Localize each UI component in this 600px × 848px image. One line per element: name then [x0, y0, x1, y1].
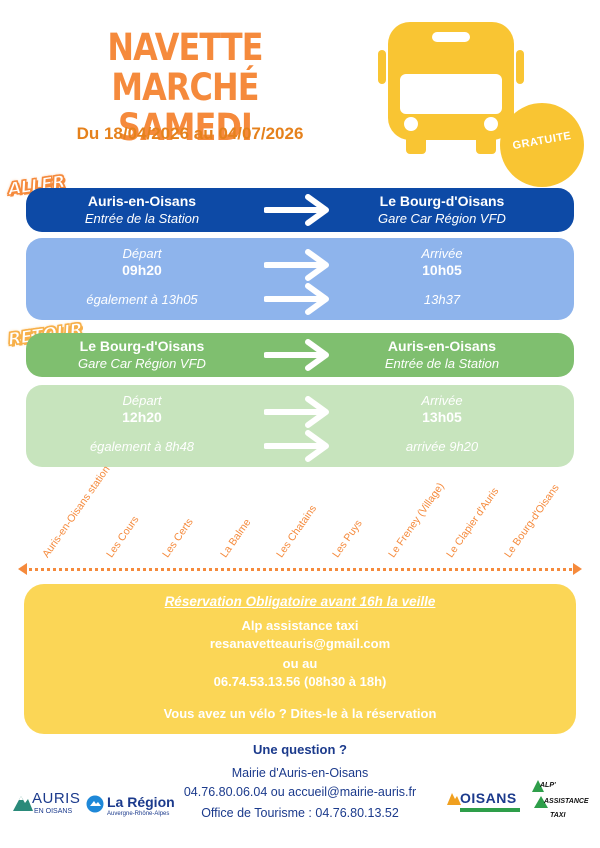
- arrow-right-icon: [264, 339, 329, 371]
- reservation-or: ou au: [282, 656, 318, 671]
- aller-departure: Départ 09h20 également à 13h05: [32, 245, 252, 308]
- title-line-2: SAMEDI: [117, 106, 253, 149]
- aller-times-bar: Départ 09h20 également à 13h05 Arrivée 1…: [26, 238, 574, 320]
- reservation-email[interactable]: resanavetteauris@gmail.com: [209, 636, 391, 651]
- retour-arrival: Arrivée 13h05 arrivée 9h20: [332, 392, 552, 455]
- aller-departure-also: également à 13h05: [86, 292, 198, 307]
- page-title: NAVETTE MARCHÉ SAMEDI: [43, 28, 327, 148]
- retour-departure-label: Départ: [122, 393, 162, 408]
- oisans-logo: OISANS: [446, 786, 522, 816]
- region-logo-main: La Région: [107, 794, 175, 810]
- aller-origin: Auris-en-Oisans Entrée de la Station: [32, 193, 252, 227]
- region-icon: [86, 795, 104, 813]
- reservation-title: Réservation Obligatoire avant 16h la vei…: [164, 594, 436, 609]
- aller-destination-name: Le Bourg-d'Oisans: [379, 193, 505, 209]
- alp-assistance-taxi-logo: ALP' ASSISTANCE TAXI: [528, 776, 589, 824]
- alp-logo-line1: ALP': [540, 782, 556, 789]
- retour-origin: Le Bourg-d'Oisans Gare Car Région VFD: [32, 338, 252, 372]
- stop-label: Le Freney (Village): [386, 480, 447, 560]
- mairie-contact[interactable]: 04.76.80.06.04 ou accueil@mairie-auris.f…: [183, 785, 417, 799]
- alp-logo-line2: ASSISTANCE: [544, 798, 589, 805]
- oisans-mark-icon: [447, 793, 461, 805]
- stops-dotted-line: [18, 563, 582, 575]
- retour-destination-name: Auris-en-Oisans: [387, 338, 497, 354]
- mairie-name: Mairie d'Auris-en-Oisans: [231, 766, 369, 780]
- auris-logo: AURIS EN OISANS: [12, 788, 84, 820]
- alp-mountain-icon: [532, 780, 548, 808]
- retour-arrival-label: Arrivée: [421, 393, 463, 408]
- retour-departure-time: 12h20: [122, 409, 162, 425]
- arrow-right-icon: [264, 194, 329, 226]
- aller-arrival-also: 13h37: [423, 292, 461, 307]
- aller-arrival-time: 10h05: [422, 262, 462, 278]
- tourism-office[interactable]: Office de Tourisme : 04.76.80.13.52: [201, 806, 399, 820]
- retour-origin-name: Le Bourg-d'Oisans: [79, 338, 205, 354]
- stop-label: La Balme: [218, 516, 254, 560]
- retour-route-bar: Le Bourg-d'Oisans Gare Car Région VFD Au…: [26, 333, 574, 377]
- arrow-right-icon: [264, 283, 329, 315]
- question-heading: Une question ?: [253, 742, 347, 757]
- retour-arrival-time: 13h05: [422, 409, 462, 425]
- auris-logo-main: AURIS: [32, 790, 81, 807]
- oisans-underline: [460, 808, 520, 812]
- stop-label: Les Chatains: [274, 502, 320, 560]
- arrow-right-icon: [264, 430, 329, 462]
- reservation-phone[interactable]: 06.74.53.13.56 (08h30 à 18h): [213, 674, 387, 689]
- stop-label: Les Puys: [330, 517, 365, 560]
- stop-label: Les Cours: [104, 513, 142, 560]
- retour-destination-sub: Entrée de la Station: [384, 356, 500, 371]
- region-logo: La Région Auvergne-Rhône-Alpes: [86, 792, 186, 822]
- oisans-logo-main: OISANS: [460, 790, 517, 806]
- retour-departure-also: également à 8h48: [89, 439, 195, 454]
- region-logo-sub: Auvergne-Rhône-Alpes: [107, 811, 170, 817]
- stop-label: Le Clapier d'Auris: [444, 485, 502, 560]
- aller-departure-time: 09h20: [122, 262, 162, 278]
- alp-logo-line3: TAXI: [550, 812, 566, 819]
- stop-label: Le Bourg-d'Oisans: [502, 482, 562, 560]
- free-badge: GRATUITE: [500, 103, 584, 187]
- retour-destination: Auris-en-Oisans Entrée de la Station: [332, 338, 552, 372]
- aller-arrival: Arrivée 10h05 13h37: [332, 245, 552, 308]
- stop-label: Les Certs: [160, 516, 196, 560]
- bus-icon: [378, 22, 524, 154]
- aller-departure-label: Départ: [122, 246, 162, 261]
- free-badge-label: GRATUITE: [511, 129, 573, 153]
- aller-route-bar: Auris-en-Oisans Entrée de la Station Le …: [26, 188, 574, 232]
- aller-origin-name: Auris-en-Oisans: [87, 193, 197, 209]
- stop-label: Auris-en-Oisans station: [40, 463, 113, 560]
- mountain-icon: [13, 796, 33, 811]
- retour-origin-sub: Gare Car Région VFD: [78, 356, 206, 371]
- reservation-box: Réservation Obligatoire avant 16h la vei…: [24, 584, 576, 734]
- retour-arrival-also: arrivée 9h20: [405, 439, 479, 454]
- date-range: Du 18/04/2026 au 04/07/2026: [76, 124, 304, 143]
- aller-arrival-label: Arrivée: [421, 246, 463, 261]
- reservation-bike-note: Vous avez un vélo ? Dites-le à la réserv…: [163, 706, 437, 721]
- aller-destination: Le Bourg-d'Oisans Gare Car Région VFD: [332, 193, 552, 227]
- arrow-right-icon: [264, 396, 329, 428]
- retour-departure: Départ 12h20 également à 8h48: [32, 392, 252, 455]
- retour-times-bar: Départ 12h20 également à 8h48 Arrivée 13…: [26, 385, 574, 467]
- reservation-company: Alp assistance taxi: [241, 618, 359, 633]
- arrow-right-icon: [264, 249, 329, 281]
- title-line-1: NAVETTE MARCHÉ: [107, 26, 263, 109]
- aller-destination-sub: Gare Car Région VFD: [378, 211, 506, 226]
- auris-logo-sub: EN OISANS: [34, 808, 73, 815]
- aller-origin-sub: Entrée de la Station: [84, 211, 200, 226]
